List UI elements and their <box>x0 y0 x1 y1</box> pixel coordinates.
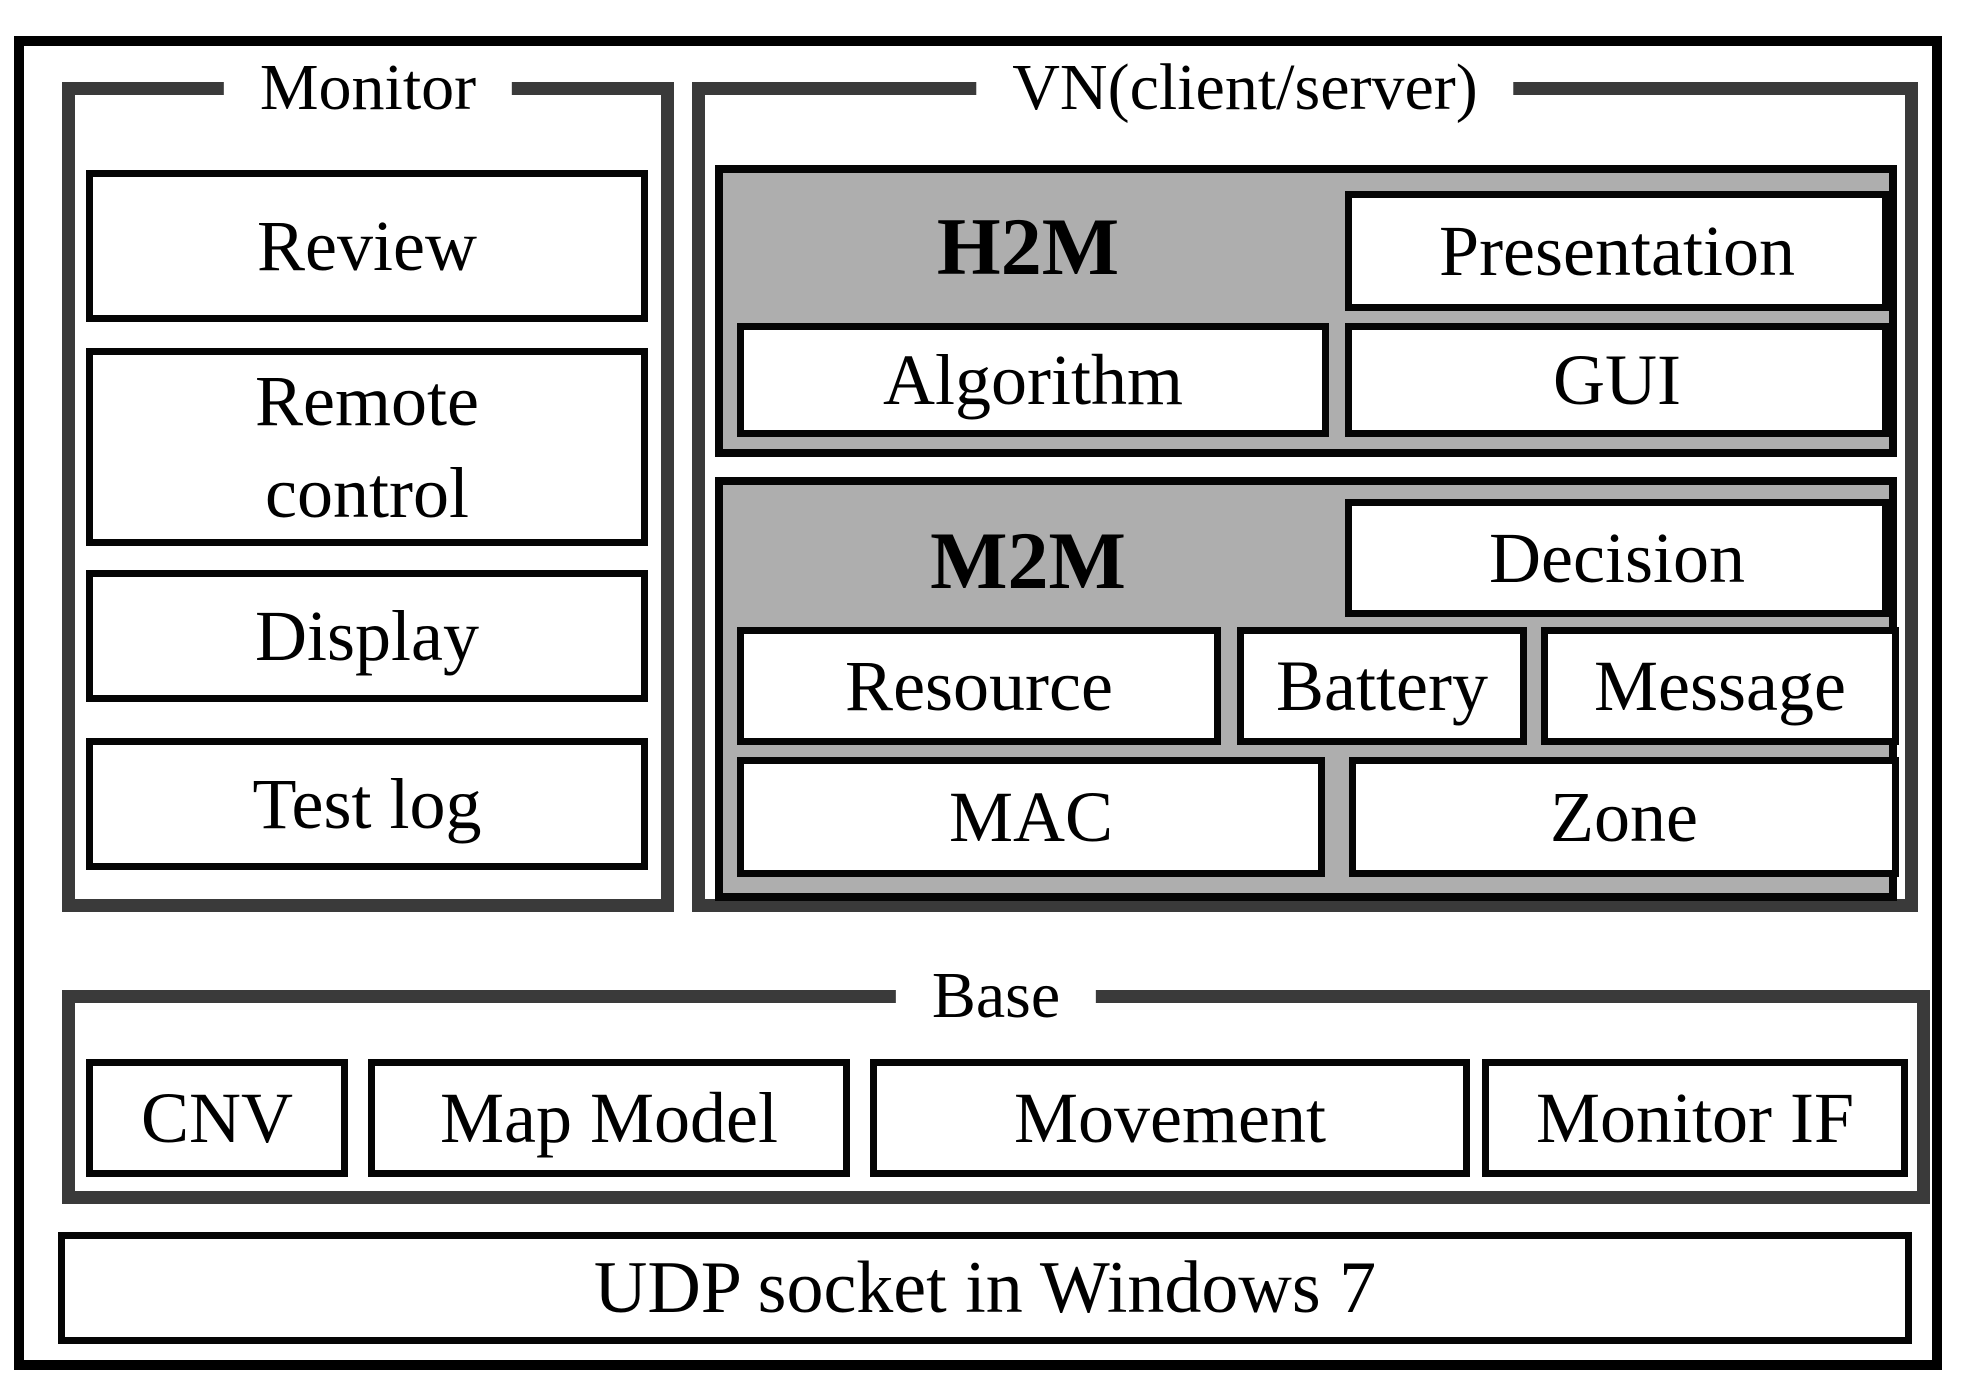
box-battery-label: Battery <box>1276 645 1488 726</box>
box-battery: Battery <box>1237 627 1527 745</box>
box-message-label: Message <box>1594 645 1846 726</box>
box-zone: Zone <box>1349 757 1899 877</box>
group-base: Base CNV Map Model Movement Monitor IF <box>62 961 1930 1204</box>
box-presentation: Presentation <box>1345 191 1889 311</box>
box-map-model-label: Map Model <box>440 1077 778 1158</box>
box-message: Message <box>1541 627 1899 745</box>
box-algorithm-label: Algorithm <box>883 339 1183 420</box>
box-udp-socket: UDP socket in Windows 7 <box>58 1232 1912 1344</box>
group-vn-client-server: VN(client/server) H2M Presentation Algor… <box>692 53 1918 912</box>
group-monitor: Monitor Review Remote control Display Te… <box>62 53 674 912</box>
box-resource: Resource <box>737 627 1221 745</box>
box-gui-label: GUI <box>1553 339 1681 420</box>
box-gui: GUI <box>1345 323 1889 437</box>
box-review: Review <box>86 170 648 322</box>
box-udp-socket-label: UDP socket in Windows 7 <box>593 1246 1377 1329</box>
panel-h2m: H2M Presentation Algorithm GUI <box>715 165 1897 457</box>
box-presentation-label: Presentation <box>1439 210 1795 291</box>
box-map-model: Map Model <box>368 1059 850 1177</box>
box-movement: Movement <box>870 1059 1470 1177</box>
box-cnv: CNV <box>86 1059 348 1177</box>
box-cnv-label: CNV <box>140 1077 293 1158</box>
box-monitor-if: Monitor IF <box>1482 1059 1908 1177</box>
box-movement-label: Movement <box>1014 1077 1326 1158</box>
box-review-label: Review <box>257 205 477 286</box>
box-mac-label: MAC <box>948 776 1114 857</box>
box-test-log-label: Test log <box>252 763 482 844</box>
box-monitor-if-label: Monitor IF <box>1535 1077 1855 1158</box>
group-vn-label: VN(client/server) <box>976 53 1514 137</box>
box-remote-control-label: Remote control <box>255 360 479 533</box>
panel-m2m-title: M2M <box>930 515 1126 606</box>
box-decision-label: Decision <box>1489 517 1745 598</box>
box-resource-label: Resource <box>845 645 1113 726</box>
panel-m2m: M2M Decision Resource Battery Message MA… <box>715 477 1899 901</box>
outer-frame <box>14 36 1942 1370</box>
box-decision: Decision <box>1345 499 1889 617</box>
panel-h2m-title: H2M <box>936 201 1120 292</box>
box-remote-control: Remote control <box>86 348 648 546</box>
box-display: Display <box>86 570 648 702</box>
box-algorithm: Algorithm <box>737 323 1329 437</box>
box-zone-label: Zone <box>1550 776 1698 857</box>
group-base-label: Base <box>895 961 1097 1045</box>
box-display-label: Display <box>255 595 479 676</box>
box-mac: MAC <box>737 757 1325 877</box>
group-monitor-label: Monitor <box>223 53 513 137</box>
box-test-log: Test log <box>86 738 648 870</box>
